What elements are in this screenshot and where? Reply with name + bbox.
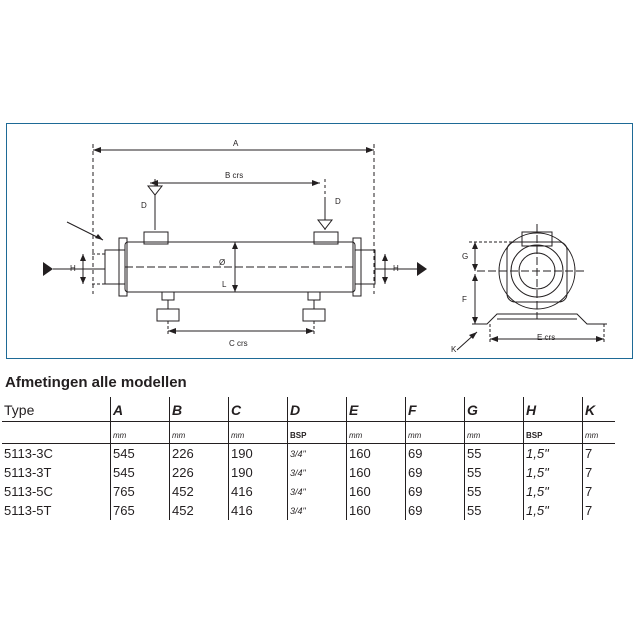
- cell-type: 5113-3T: [2, 463, 111, 482]
- unit-c: mm: [228, 421, 288, 444]
- header-type: Type: [2, 397, 111, 422]
- header-e: E: [346, 397, 406, 422]
- cell-c: 190: [228, 443, 288, 463]
- cell-d: 3/4": [287, 443, 347, 463]
- unit-b: mm: [169, 421, 229, 444]
- table-row: 5113-3C 545 226 190 3/4" 160 69 55 1,5" …: [2, 443, 615, 463]
- cell-type: 5113-5T: [2, 501, 111, 520]
- label-k: K: [451, 345, 457, 354]
- cell-d: 3/4": [287, 501, 347, 520]
- unit-k: mm: [582, 421, 615, 444]
- table-row: 5113-5T 765 452 416 3/4" 160 69 55 1,5" …: [2, 501, 615, 520]
- heat-exchanger-drawing: A B crs D D H H Ø L C crs G F E crs K: [43, 139, 607, 354]
- cell-a: 545: [110, 443, 170, 463]
- label-l: L: [222, 280, 227, 289]
- cell-type: 5113-3C: [2, 443, 111, 463]
- cell-e: 160: [346, 443, 406, 463]
- cell-e: 160: [346, 482, 406, 501]
- cell-h: 1,5": [523, 443, 583, 463]
- unit-h: BSP: [523, 421, 583, 444]
- cell-b: 452: [169, 501, 229, 520]
- cell-h: 1,5": [523, 482, 583, 501]
- label-h-left: H: [70, 264, 76, 273]
- cell-c: 416: [228, 482, 288, 501]
- cell-g: 55: [464, 463, 524, 482]
- cell-g: 55: [464, 443, 524, 463]
- header-d: D: [287, 397, 347, 422]
- unit-f: mm: [405, 421, 465, 444]
- unit-e: mm: [346, 421, 406, 444]
- header-h: H: [523, 397, 583, 422]
- dimensions-table: Type A B C D E F G H K mm mm mm BSP mm m…: [2, 397, 615, 520]
- cell-k: 7: [585, 465, 593, 480]
- cell-g: 55: [464, 501, 524, 520]
- label-e-crs: E crs: [537, 333, 555, 342]
- cell-b: 226: [169, 443, 229, 463]
- cell-h: 1,5": [523, 463, 583, 482]
- cell-h: 1,5": [523, 501, 583, 520]
- label-c-crs: C crs: [229, 339, 248, 348]
- cell-a: 545: [110, 463, 170, 482]
- header-b: B: [169, 397, 229, 422]
- cell-c: 190: [228, 463, 288, 482]
- cell-g: 55: [464, 482, 524, 501]
- unit-g: mm: [464, 421, 524, 444]
- cell-f: 69: [405, 482, 465, 501]
- cell-e: 160: [346, 501, 406, 520]
- header-c: C: [228, 397, 288, 422]
- cell-k: 7: [585, 484, 593, 499]
- label-d-right: D: [335, 197, 341, 206]
- table-title: Afmetingen alle modellen: [5, 374, 187, 391]
- label-f: F: [462, 295, 467, 304]
- table-row: 5113-5C 765 452 416 3/4" 160 69 55 1,5" …: [2, 482, 615, 501]
- label-diameter: Ø: [219, 258, 225, 267]
- label-a: A: [233, 139, 239, 148]
- table-header-row: Type A B C D E F G H K: [2, 397, 615, 422]
- cell-f: 69: [405, 463, 465, 482]
- cell-b: 226: [169, 463, 229, 482]
- table-units-row: mm mm mm BSP mm mm mm BSP mm: [2, 421, 615, 444]
- cell-type: 5113-5C: [2, 482, 111, 501]
- label-d-left: D: [141, 201, 147, 210]
- unit-a: mm: [110, 421, 170, 444]
- label-g: G: [462, 252, 468, 261]
- header-k: K: [582, 397, 615, 422]
- unit-d: BSP: [287, 421, 347, 444]
- table-row: 5113-3T 545 226 190 3/4" 160 69 55 1,5" …: [2, 463, 615, 482]
- technical-drawing-frame: A B crs D D H H Ø L C crs G F E crs K: [6, 123, 633, 359]
- label-h-right: H: [393, 264, 399, 273]
- cell-b: 452: [169, 482, 229, 501]
- cell-c: 416: [228, 501, 288, 520]
- cell-e: 160: [346, 463, 406, 482]
- cell-f: 69: [405, 443, 465, 463]
- cell-a: 765: [110, 482, 170, 501]
- cell-d: 3/4": [287, 482, 347, 501]
- label-b-crs: B crs: [225, 171, 243, 180]
- header-g: G: [464, 397, 524, 422]
- header-a: A: [110, 397, 170, 422]
- cell-d: 3/4": [287, 463, 347, 482]
- header-f: F: [405, 397, 465, 422]
- cell-k: 7: [585, 446, 593, 461]
- unit-type: [2, 421, 111, 444]
- cell-a: 765: [110, 501, 170, 520]
- cell-k: 7: [585, 503, 593, 518]
- cell-f: 69: [405, 501, 465, 520]
